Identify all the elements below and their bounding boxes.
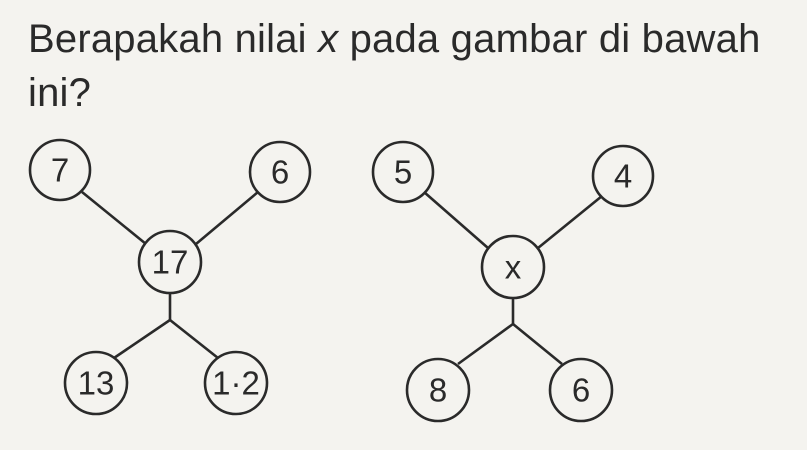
diagram-1: 7 6 17 13 1·2 [28, 138, 312, 416]
diagram-1-value-top-right: 6 [271, 154, 289, 191]
question-variable: x [318, 17, 339, 61]
diagram-2-node-bottom-right: 6 [548, 357, 614, 423]
question-text: Berapakah nilai x pada gambar di bawah i… [28, 12, 798, 120]
diagram-1-value-bottom-left: 13 [78, 365, 115, 402]
diagram-2-value-center: x [505, 249, 522, 286]
diagram-2-node-bottom-left: 8 [405, 357, 471, 423]
diagram-1-link-bottom-left [113, 318, 171, 360]
diagram-1-link-top-right [195, 191, 259, 245]
diagram-1-node-top-right: 6 [248, 140, 312, 204]
diagram-1-value-center: 17 [152, 244, 189, 281]
diagram-1-node-bottom-right: 1·2 [203, 350, 269, 416]
question-text-after: pada gambar di bawah ini? [28, 17, 761, 115]
diagram-2-value-top-left: 5 [394, 154, 412, 191]
diagram-2-node-top-right: 4 [591, 144, 655, 208]
diagram-1-node-center: 17 [137, 229, 203, 295]
diagram-1-node-bottom-left: 13 [63, 350, 129, 416]
diagram-1-value-bottom-right: 1·2 [212, 365, 260, 402]
diagram-2-node-top-left: 5 [371, 140, 435, 204]
diagram-2-value-top-right: 4 [614, 158, 632, 195]
diagram-1-link-bottom-right [169, 318, 219, 360]
diagram-1-node-top-left: 7 [28, 138, 92, 202]
diagram-2-link-bottom-left [457, 322, 514, 366]
diagram-2-node-center: x [480, 234, 546, 300]
question-text-before: Berapakah nilai [28, 17, 319, 61]
diagram-1-value-top-left: 7 [51, 152, 69, 189]
diagram-2-link-top-right [537, 194, 603, 250]
diagram-2-value-bottom-left: 8 [429, 372, 447, 409]
diagram-2: 5 4 x 8 6 [371, 140, 655, 423]
diagram-1-link-top-left [81, 190, 147, 246]
diagram-2-link-bottom-right [512, 322, 563, 366]
diagram-2-value-bottom-right: 6 [572, 372, 590, 409]
diagram-2-link-top-left [423, 191, 489, 249]
